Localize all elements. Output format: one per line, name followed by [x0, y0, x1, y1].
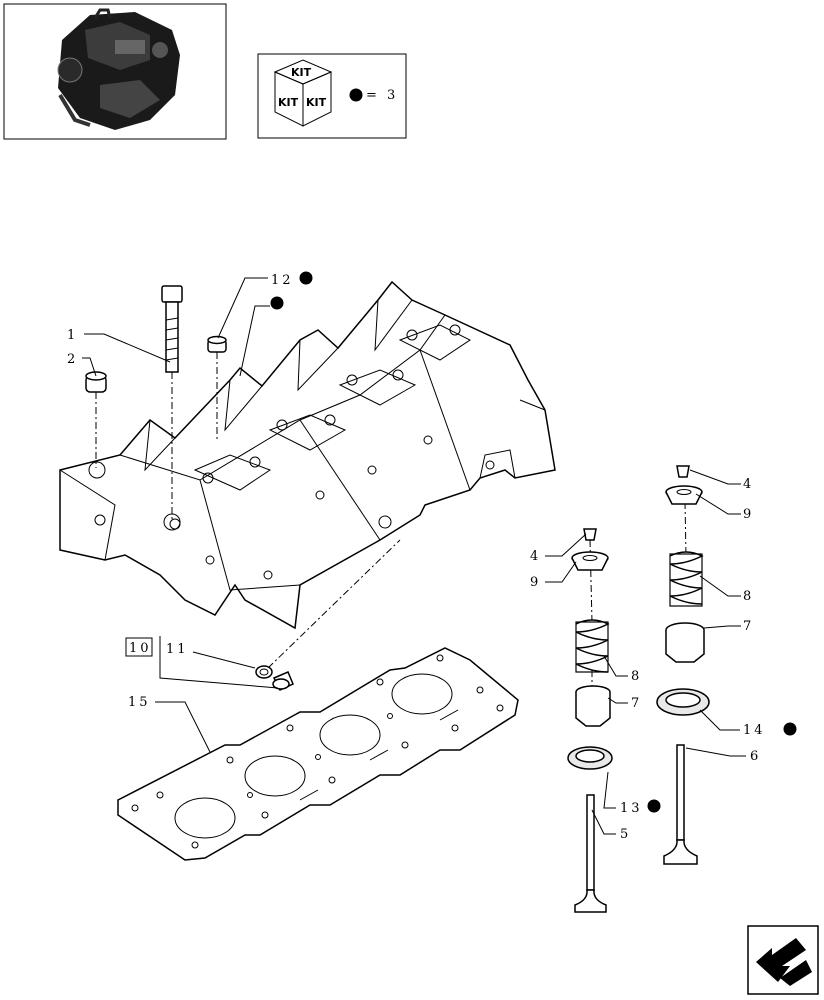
kit-dot-icon [349, 88, 363, 102]
callout-labels: 1 2 12 4 9 8 7 4 9 8 7 14 6 13 5 10 11 1… [67, 271, 797, 842]
valve-cotter-right [676, 465, 690, 478]
callout-14[interactable]: 14 [743, 723, 766, 738]
valve-seat-right [656, 688, 710, 716]
callout-10[interactable]: 10 [129, 641, 152, 656]
callout-11[interactable]: 11 [166, 642, 189, 657]
callout-8-left[interactable]: 8 [631, 669, 642, 684]
callout-7-left[interactable]: 7 [631, 696, 642, 711]
spring-retainer-left [571, 551, 609, 571]
callout-13[interactable]: 13 [620, 801, 643, 816]
valve-stem-seal-right [665, 622, 705, 663]
kit-dot-icon [647, 799, 661, 813]
cylinder-head [59, 280, 556, 630]
next-page-button[interactable] [747, 925, 819, 995]
kit-dot-icon [783, 722, 797, 736]
spring-retainer-right [665, 485, 703, 505]
callout-8-right[interactable]: 8 [743, 589, 754, 604]
callout-15[interactable]: 15 [128, 695, 151, 710]
expansion-cap [207, 335, 227, 353]
callout-9-right[interactable]: 9 [743, 507, 754, 522]
exhaust-valve [574, 794, 607, 913]
valve-spring-left [575, 619, 610, 673]
valve-cotter-left [583, 528, 597, 541]
assembly-lines [95, 352, 687, 690]
callout-7-right[interactable]: 7 [743, 619, 754, 634]
kit-legend: KIT KIT KIT = 3 [257, 53, 407, 139]
callout-10-box [125, 637, 153, 657]
valve-spring-right [669, 551, 704, 607]
engine-thumbnail[interactable] [3, 3, 227, 140]
head-gasket [117, 647, 519, 861]
kit-face-right: KIT [306, 96, 327, 109]
kit-legend-text: = 3 [366, 88, 398, 103]
engine-thumbnail-icon [57, 8, 180, 130]
seal-ring [255, 665, 273, 679]
valve-stem-seal-left [575, 685, 611, 727]
callout-9-left[interactable]: 9 [530, 575, 541, 590]
callout-5[interactable]: 5 [620, 827, 631, 842]
intake-valve [663, 744, 698, 865]
kit-face-top: KIT [291, 66, 312, 79]
leader-lines [82, 277, 746, 835]
callout-4-left[interactable]: 4 [530, 549, 541, 564]
kit-face-left: KIT [278, 96, 299, 109]
head-bolt [161, 285, 183, 373]
kit-dot-icon [299, 271, 313, 285]
valve-seat-left [567, 746, 613, 770]
callout-1[interactable]: 1 [67, 328, 78, 343]
callout-4-right[interactable]: 4 [743, 477, 754, 492]
screw-plug [272, 671, 294, 691]
next-page-arrow-icon [756, 938, 812, 986]
callout-6[interactable]: 6 [750, 749, 761, 764]
kit-cube-icon: KIT KIT KIT [273, 59, 333, 127]
kit-dot-icon [270, 296, 284, 310]
callout-12[interactable]: 12 [271, 273, 294, 288]
callout-2[interactable]: 2 [67, 352, 78, 367]
